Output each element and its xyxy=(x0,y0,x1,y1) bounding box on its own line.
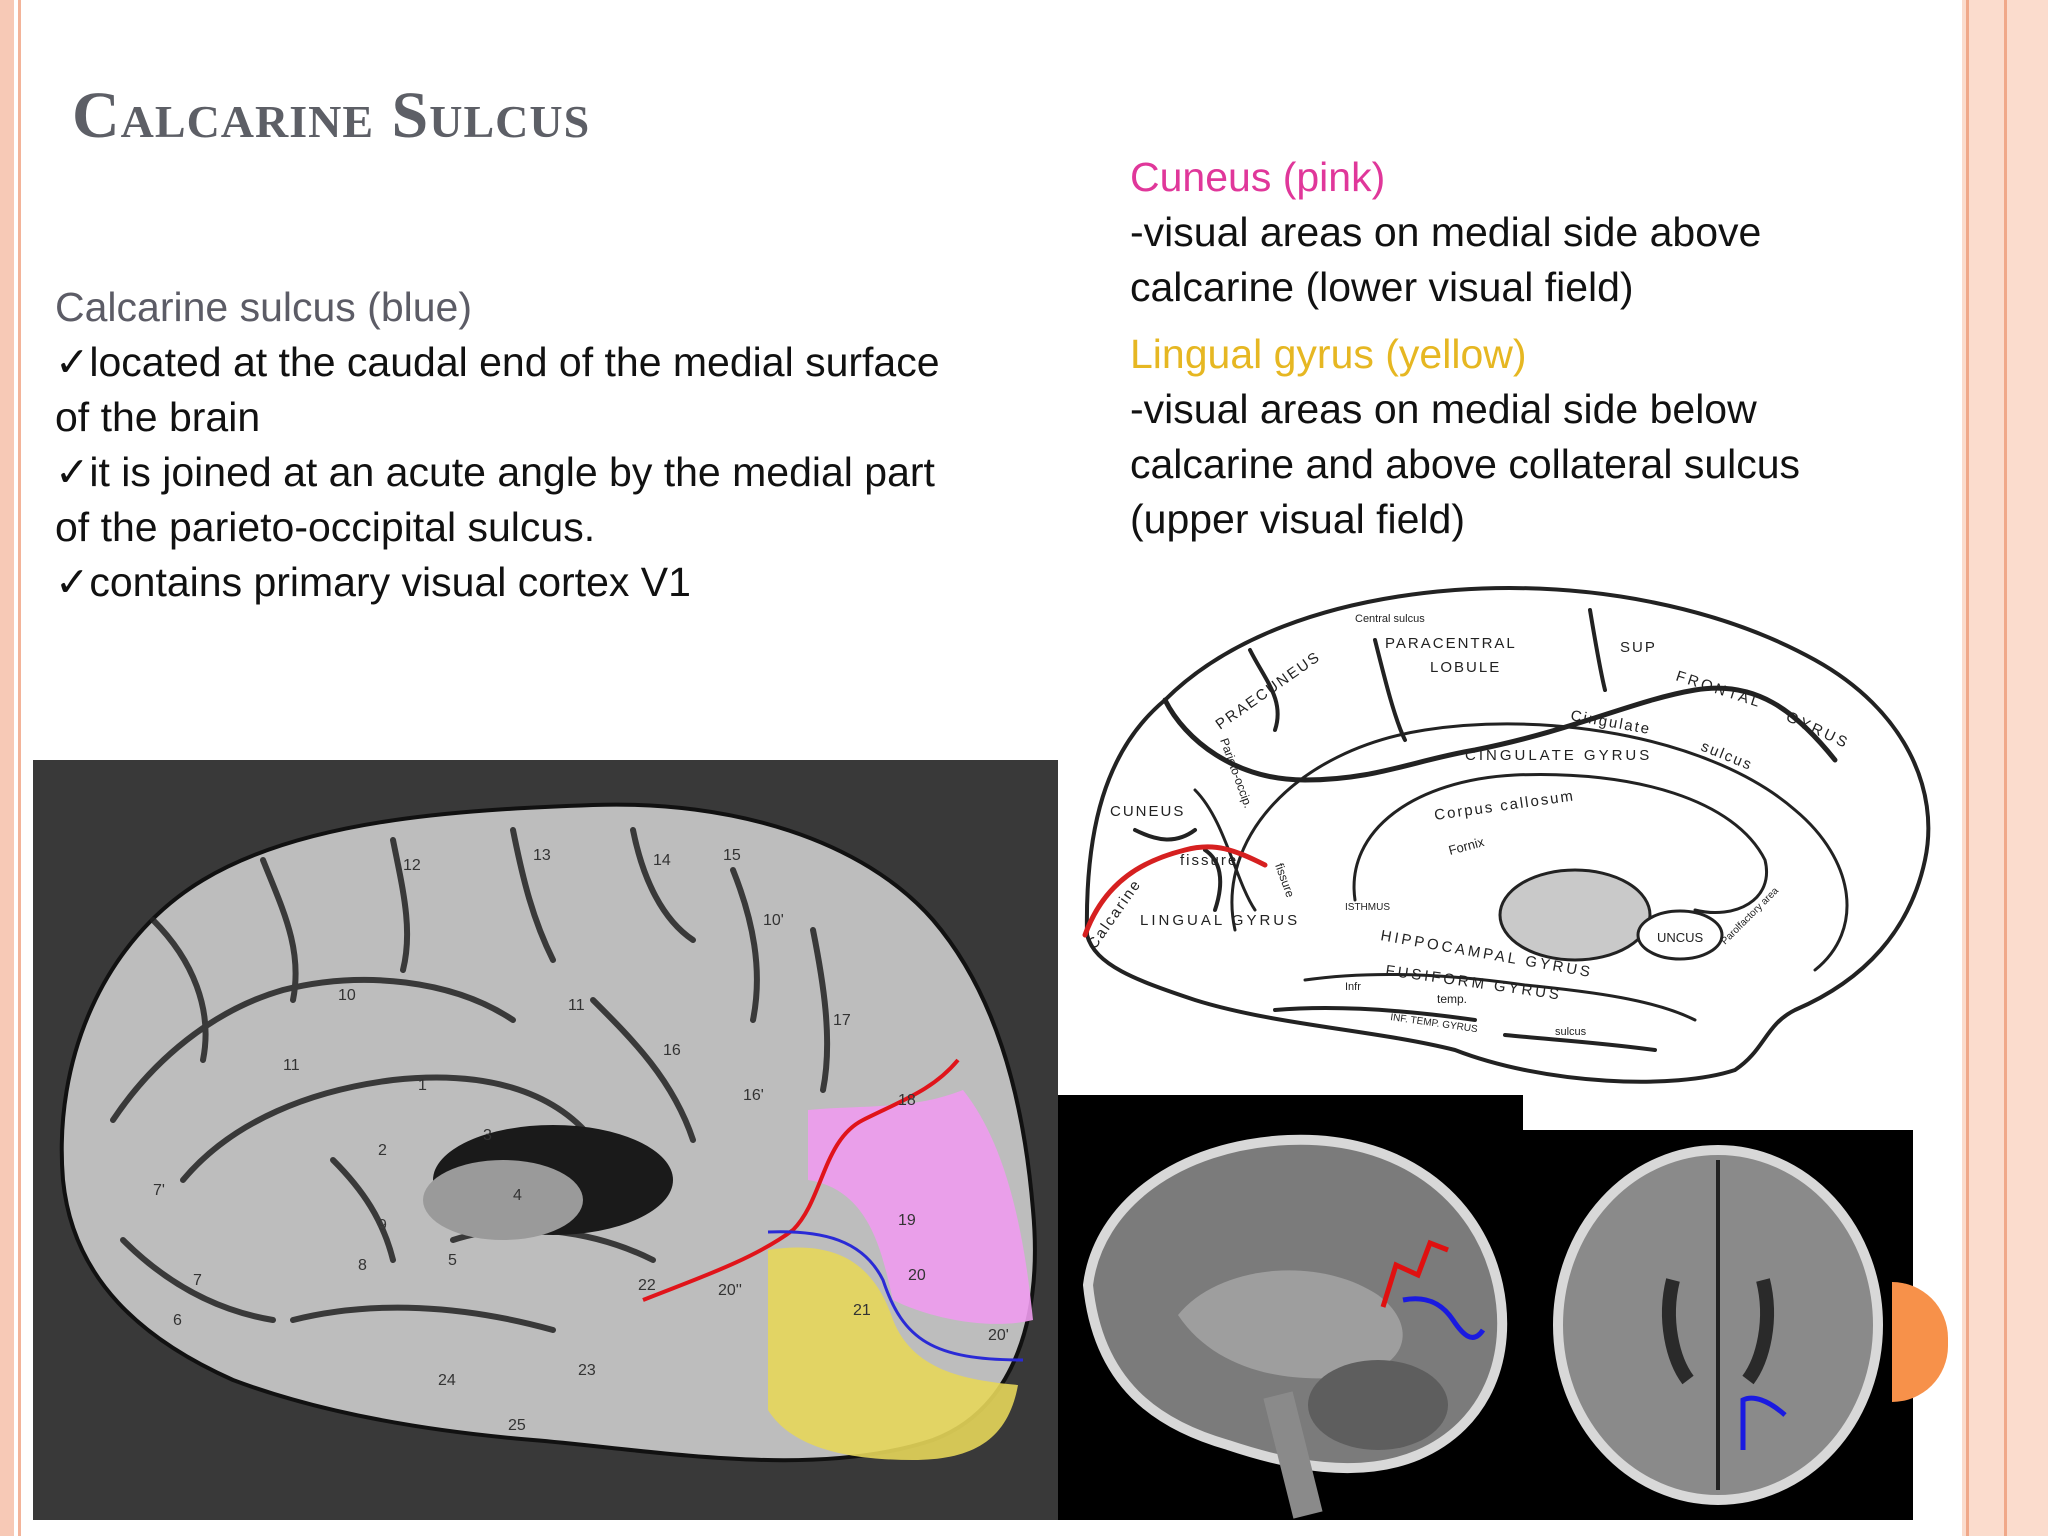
left-border-stripe xyxy=(0,0,14,1536)
cuneus-heading: Cuneus (pink) xyxy=(1130,154,1386,200)
photo-number-14: 14 xyxy=(653,852,671,869)
right-text-block: Cuneus (pink) -visual areas on medial si… xyxy=(1130,150,1950,547)
left-line-1: ✓located at the caudal end of the medial… xyxy=(55,339,940,385)
left-line-5: ✓contains primary visual cortex V1 xyxy=(55,559,691,605)
diagram-frontal-gyrus: GYRUS xyxy=(1783,708,1852,752)
diagram-central-sulcus: Central sulcus xyxy=(1355,613,1425,625)
photo-number-5: 5 xyxy=(448,1252,457,1269)
photo-number-7: 7 xyxy=(193,1272,202,1289)
left-line-2: of the brain xyxy=(55,394,261,440)
photo-number-17: 17 xyxy=(833,1012,851,1029)
photo-number-18: 18 xyxy=(898,1092,916,1109)
photo-number-12: 12 xyxy=(403,857,421,874)
diagram-isthmus: ISTHMUS xyxy=(1345,902,1390,913)
photo-number-2: 2 xyxy=(378,1142,387,1159)
photo-number-20pp: 20'' xyxy=(718,1282,742,1299)
lingual-line-2: calcarine and above collateral sulcus xyxy=(1130,441,1801,487)
photo-number-7p: 7' xyxy=(153,1182,165,1199)
diagram-fissure-vertical: fissure xyxy=(1272,861,1297,899)
diagram-fissure: fissure xyxy=(1180,852,1238,869)
medial-brain-diagram: Central sulcus PARACENTRAL LOBULE SUP FR… xyxy=(1082,586,1931,1084)
photo-number-20p: 20' xyxy=(988,1327,1009,1344)
photo-number-4: 4 xyxy=(513,1187,522,1204)
photo-number-20: 20 xyxy=(908,1267,926,1284)
photo-number-9: 9 xyxy=(378,1217,387,1234)
lingual-line-1: -visual areas on medial side below xyxy=(1130,386,1757,432)
photo-number-23: 23 xyxy=(578,1362,596,1379)
photo-number-13: 13 xyxy=(533,847,551,864)
photo-number-24: 24 xyxy=(438,1372,456,1389)
diagram-corpus-callosum: Corpus callosum xyxy=(1433,787,1576,824)
photo-number-25: 25 xyxy=(508,1417,526,1434)
diagram-uncus: UNCUS xyxy=(1657,930,1704,945)
diagram-praecuneus: PRAECUNEUS xyxy=(1213,648,1324,733)
photo-number-6: 6 xyxy=(173,1312,182,1329)
left-text-block: Calcarine sulcus (blue) ✓located at the … xyxy=(55,280,1065,610)
diagram-infr: Infr xyxy=(1345,981,1361,993)
sagittal-mri xyxy=(1058,1095,1523,1520)
photo-number-11b: 11 xyxy=(568,997,585,1014)
right-border-line-a xyxy=(1966,0,1969,1536)
lingual-heading: Lingual gyrus (yellow) xyxy=(1130,331,1527,377)
photo-number-16p: 16' xyxy=(743,1087,764,1104)
photo-number-10: 10 xyxy=(338,987,356,1004)
diagram-sulcus-bottom: sulcus xyxy=(1555,1026,1587,1038)
left-line-4: of the parieto-occipital sulcus. xyxy=(55,504,596,550)
photo-number-22: 22 xyxy=(638,1277,656,1294)
diagram-fornix: Fornix xyxy=(1447,834,1486,858)
photo-number-10p: 10' xyxy=(763,912,784,929)
brain-photo: 12 13 14 15 10' 10 11 11 16 17 18 16' 1 … xyxy=(33,760,1058,1520)
photo-number-15: 15 xyxy=(723,847,741,864)
cuneus-line-2: calcarine (lower visual field) xyxy=(1130,264,1634,310)
photo-number-1: 1 xyxy=(418,1077,427,1094)
lingual-line-3: (upper visual field) xyxy=(1130,496,1465,542)
diagram-lobule: LOBULE xyxy=(1430,659,1501,676)
photo-number-3: 3 xyxy=(483,1127,492,1144)
cuneus-line-1: -visual areas on medial side above xyxy=(1130,209,1762,255)
calcarine-heading: Calcarine sulcus (blue) xyxy=(55,284,473,330)
diagram-paracentral: PARACENTRAL xyxy=(1385,635,1517,652)
right-border-line-b xyxy=(2004,0,2007,1536)
left-line-3: ✓it is joined at an acute angle by the m… xyxy=(55,449,935,495)
diagram-cuneus: CUNEUS xyxy=(1110,803,1185,820)
diagram-temp: temp. xyxy=(1437,992,1467,1006)
axial-mri xyxy=(1523,1130,1913,1520)
slide-title: Calcarine Sulcus xyxy=(72,79,591,152)
photo-number-16: 16 xyxy=(663,1042,681,1059)
photo-number-11a: 11 xyxy=(283,1057,300,1074)
diagram-lingual-gyrus: LINGUAL GYRUS xyxy=(1140,912,1300,929)
photo-number-21: 21 xyxy=(853,1302,871,1319)
photo-number-8: 8 xyxy=(358,1257,367,1274)
decorative-orange-circle xyxy=(1892,1282,1948,1402)
diagram-cingulate-gyrus: CINGULATE GYRUS xyxy=(1465,747,1652,764)
left-border-line xyxy=(18,0,21,1536)
diagram-sup: SUP xyxy=(1620,639,1657,656)
diagram-parolfactory: Parolfactory area xyxy=(1719,885,1781,947)
photo-number-19: 19 xyxy=(898,1212,916,1229)
